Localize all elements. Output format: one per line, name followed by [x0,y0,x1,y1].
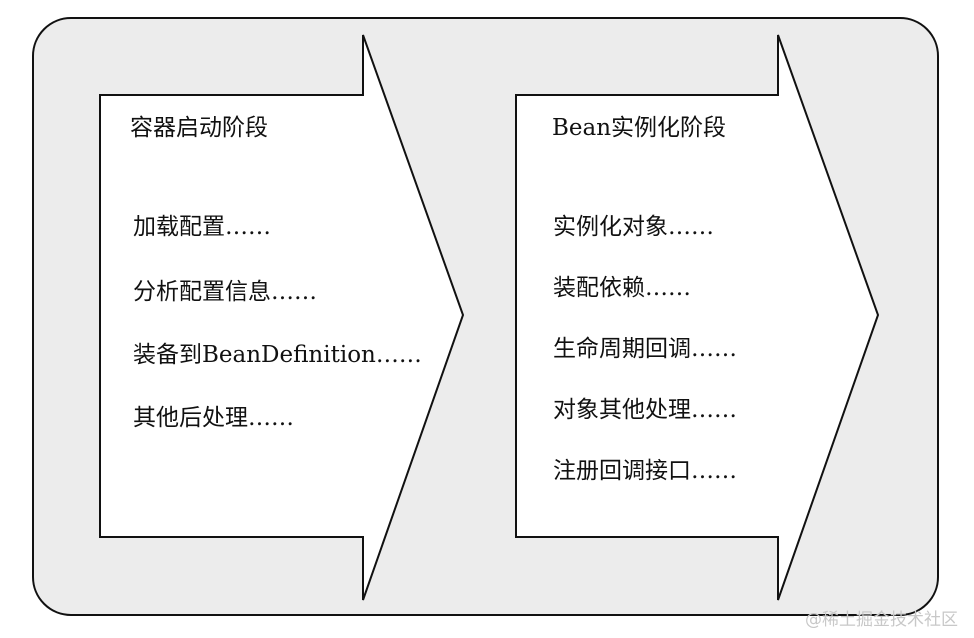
stage-item-instantiate-object: 实例化对象…… [553,214,714,240]
stage-item-register-callback-interface: 注册回调接口…… [553,458,737,484]
stage-item-other-post-processing: 其他后处理…… [133,405,294,431]
stage-item-load-config: 加载配置…… [133,214,271,240]
stage-item-analyze-config: 分析配置信息…… [133,279,317,305]
stage-arrow-bean-instantiation [515,34,880,601]
stage-item-to-bean-definition: 装备到BeanDefinition…… [133,342,422,368]
stage-title-bean-instantiation: Bean实例化阶段 [552,115,727,141]
stage-title-container-startup: 容器启动阶段 [130,115,268,141]
stage-arrow-container-startup [99,34,465,601]
stage-item-lifecycle-callback: 生命周期回调…… [553,336,737,362]
stage-item-wire-dependencies: 装配依赖…… [553,275,691,301]
stage-item-other-object-processing: 对象其他处理…… [553,397,737,423]
watermark: @稀土掘金技术社区 [805,610,958,630]
